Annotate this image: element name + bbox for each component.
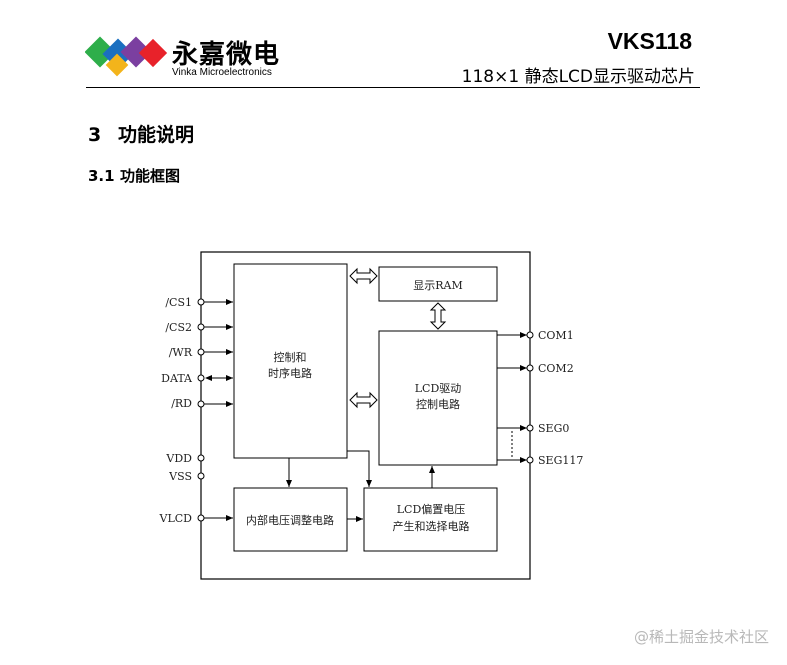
company-name-en: Vinka Microelectronics: [172, 67, 272, 78]
pin-label-seg117: SEG117: [538, 454, 583, 467]
lcd-driver-block: [378, 330, 498, 466]
pin-label-vss: VSS: [168, 470, 192, 483]
pin-label-com1: COM1: [538, 329, 574, 342]
subsection-number: 3.1: [88, 167, 115, 185]
pin-label-cs1: /CS1: [165, 296, 192, 309]
pin-vlcd-terminal: [197, 514, 205, 522]
control-label-2: 时序电路: [268, 366, 312, 380]
pin-label-vlcd: VLCD: [159, 512, 193, 525]
bias-label-1: LCD偏置电压: [397, 502, 466, 516]
pin-cs1-terminal: [197, 298, 205, 306]
pin-label-com2: COM2: [538, 362, 574, 375]
control-timing-block: [233, 263, 348, 459]
subsection-heading: 3.1 功能框图: [88, 165, 180, 186]
control-label-1: 控制和: [274, 350, 307, 364]
product-name: VKS118: [607, 28, 692, 54]
pin-label-wr: /WR: [169, 346, 193, 359]
pin-label-rd: /RD: [171, 397, 192, 410]
pin-label-data: DATA: [161, 372, 193, 385]
pin-label-vdd: VDD: [165, 452, 192, 465]
lcd-driver-label-2: 控制电路: [416, 397, 460, 411]
lcd-driver-label-1: LCD驱动: [415, 382, 462, 395]
driver-control-bus-arrow: [349, 391, 378, 409]
subsection-title: 功能框图: [120, 167, 181, 185]
pin-com2-terminal: [526, 364, 534, 372]
company-name-cn: 永嘉微电: [172, 40, 281, 70]
control-to-bias-arrow: [347, 450, 372, 487]
ram-label: 显示RAM: [413, 279, 463, 292]
bias-label-2: 产生和选择电路: [393, 519, 470, 533]
header-divider: [86, 87, 700, 88]
section-number: 3: [88, 124, 102, 146]
pin-seg117-terminal: [526, 456, 534, 464]
vinka-logo-icon: [85, 36, 168, 77]
bias-voltage-block: [363, 487, 498, 552]
watermark: @稀土掘金技术社区: [633, 628, 769, 646]
pin-label-cs2: /CS2: [165, 321, 192, 334]
pin-seg0-terminal: [526, 424, 534, 432]
section-heading: 3 功能说明: [88, 120, 194, 147]
left-pin-group: /CS1 /CS2 /WR DATA /RD VDD VSS VLCD: [159, 296, 233, 525]
pin-com1-terminal: [526, 331, 534, 339]
pin-wr-terminal: [197, 348, 205, 356]
pin-cs2-terminal: [197, 323, 205, 331]
pin-label-seg0: SEG0: [538, 422, 569, 435]
display-ram-block: [378, 266, 498, 302]
regulator-label: 内部电压调整电路: [246, 513, 334, 527]
pin-rd-terminal: [197, 400, 205, 408]
page-header: 永嘉微电 Vinka Microelectronics VKS118 118×1…: [0, 0, 787, 90]
ram-driver-bus-arrow: [429, 302, 447, 330]
right-pin-group: COM1 COM2 SEG0 SEG117: [497, 329, 583, 467]
pin-vss-terminal: [197, 472, 205, 480]
section-title: 功能说明: [118, 124, 195, 146]
pin-vdd-terminal: [197, 454, 205, 462]
product-description: 118×1 静态LCD显示驱动芯片: [461, 67, 695, 87]
pin-data-terminal: [197, 374, 205, 382]
chip-outline: [200, 251, 531, 580]
ram-control-bus-arrow: [349, 267, 378, 285]
